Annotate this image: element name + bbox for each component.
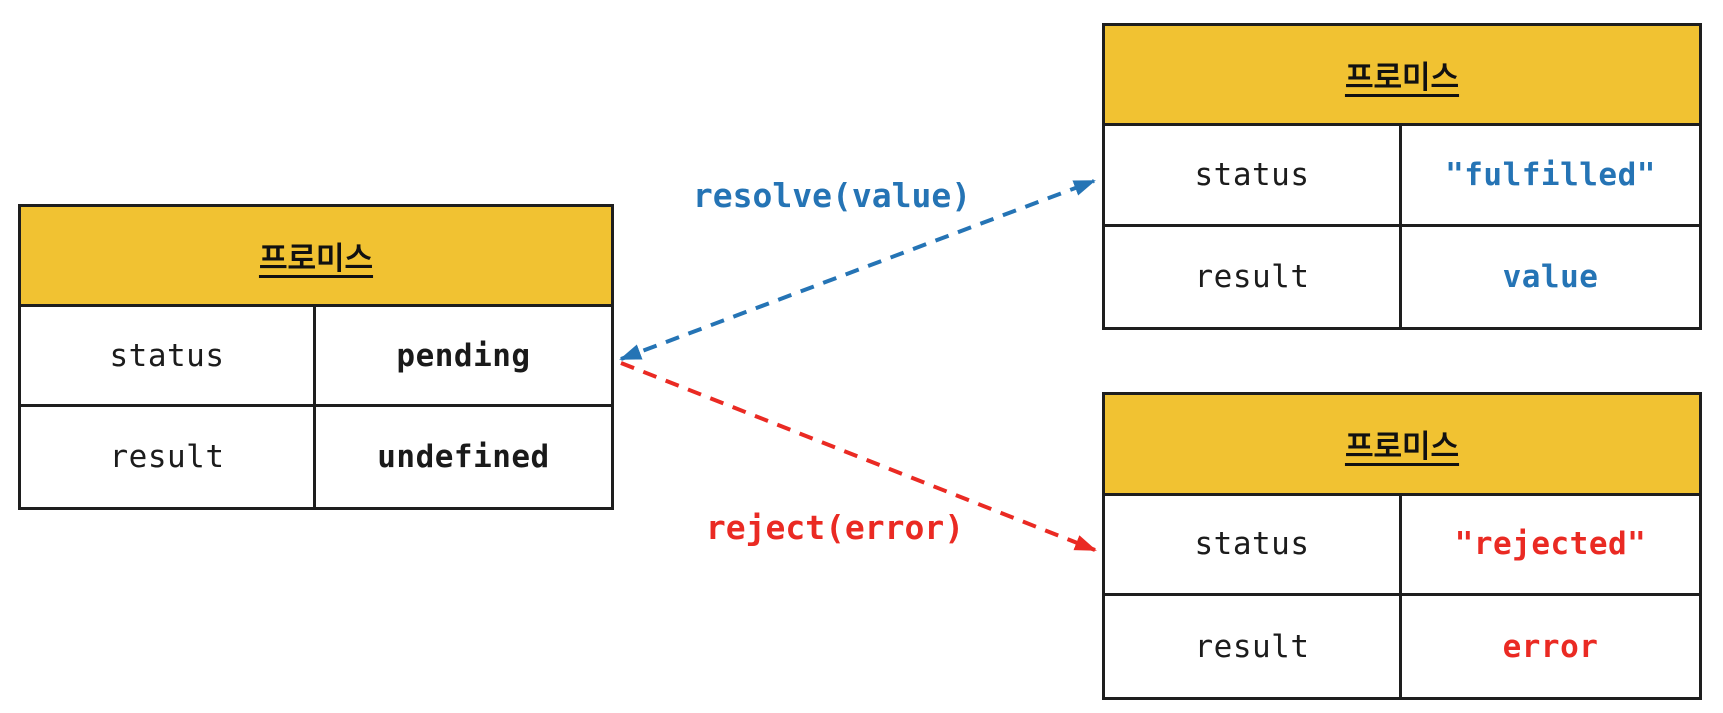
table-row-status: status "rejected"	[1105, 495, 1699, 597]
cell-value-result: undefined	[377, 439, 550, 475]
table-title: 프로미스	[1344, 60, 1460, 96]
cell-key-result: result	[21, 407, 316, 507]
cell-key-result: result	[1105, 226, 1402, 327]
table-title: 프로미스	[1344, 429, 1460, 465]
cell-key-status: status	[21, 307, 316, 404]
table-row-status: status pending	[21, 307, 611, 407]
cell-value-result: value	[1502, 258, 1599, 295]
cell-key-status: status	[1105, 126, 1402, 224]
table-row-status: status "fulfilled"	[1105, 126, 1699, 227]
promise-table-pending: 프로미스 status pending result undefined	[18, 204, 614, 510]
cell-key-status: status	[1105, 495, 1402, 594]
cell-key-result: result	[1105, 596, 1402, 697]
table-header: 프로미스	[1105, 26, 1699, 127]
table-title: 프로미스	[258, 241, 374, 276]
table-header: 프로미스	[21, 207, 611, 307]
resolve-label: resolve(value)	[692, 176, 972, 215]
promise-table-rejected: 프로미스 status "rejected" result error	[1102, 392, 1702, 700]
table-header: 프로미스	[1105, 395, 1699, 496]
cell-value-status: "fulfilled"	[1445, 156, 1656, 193]
table-row-result: result value	[1105, 226, 1699, 327]
cell-value-result: error	[1502, 628, 1599, 665]
table-row-result: result error	[1105, 596, 1699, 697]
cell-value-status: "rejected"	[1454, 526, 1647, 563]
promise-table-fulfilled: 프로미스 status "fulfilled" result value	[1102, 23, 1702, 330]
table-row-result: result undefined	[21, 407, 611, 507]
reject-label: reject(error)	[705, 508, 965, 547]
cell-value-status: pending	[396, 337, 531, 374]
